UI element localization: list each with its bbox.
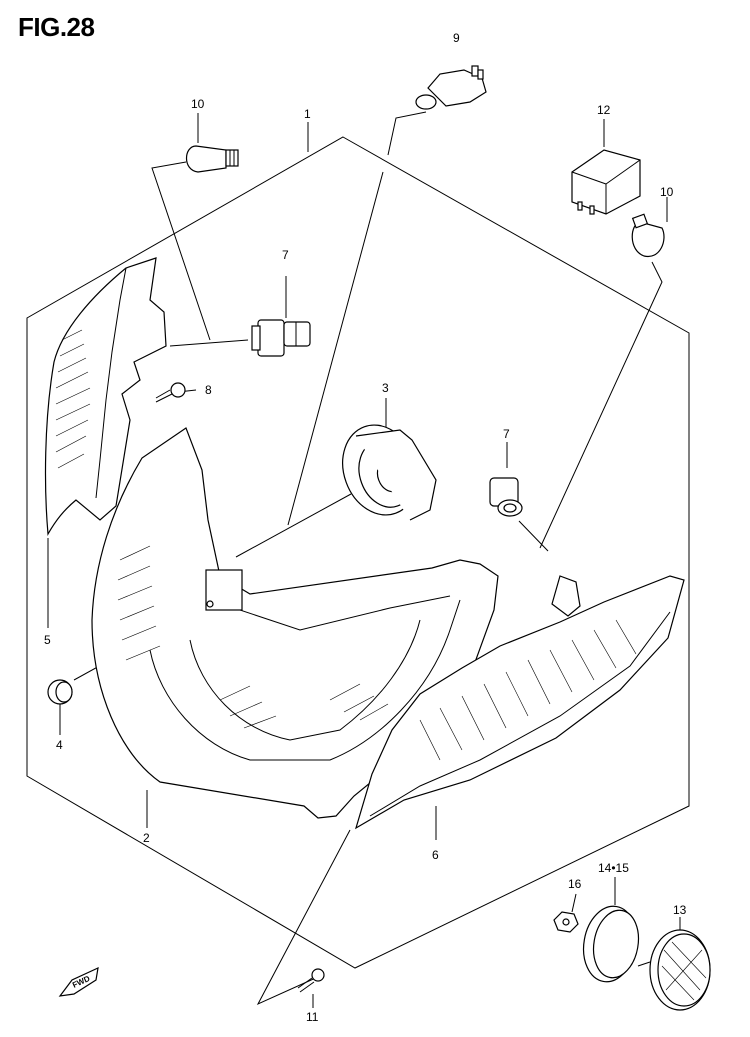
part-10-signal-bulb-left (185, 145, 239, 173)
leader-lines (47, 111, 681, 1008)
assembly-boundary (26, 136, 690, 969)
callout-8: 8 (205, 383, 212, 397)
part-14-15-reflector (582, 905, 640, 983)
fwd-direction-marker: FWD (58, 966, 99, 997)
callout-10-right: 10 (660, 185, 674, 199)
part-4-grommet (47, 679, 73, 705)
part-9-headlamp-bulb (415, 65, 487, 110)
part-2-headlamp-housing (91, 427, 499, 819)
callout-14-15: 14•15 (598, 861, 629, 875)
callout-5: 5 (44, 633, 51, 647)
part-12-relay (571, 149, 641, 215)
callout-2: 2 (143, 831, 150, 845)
callout-11: 11 (306, 1010, 319, 1024)
part-7-socket-upper (251, 319, 311, 357)
callout-7-upper: 7 (282, 248, 289, 262)
part-16-nut (553, 911, 579, 933)
callout-7-lower: 7 (503, 427, 510, 441)
part-13-reflector (637, 929, 711, 1011)
hatch-reflector-13 (661, 941, 707, 1001)
callout-1: 1 (304, 107, 311, 121)
figure-title: FIG.28 (18, 12, 95, 42)
part-5-turn-signal-lens (44, 257, 167, 536)
part-11-screw (297, 968, 325, 993)
part-6-turn-signal-lens (354, 575, 685, 830)
callout-16: 16 (568, 877, 582, 891)
callout-6: 6 (432, 848, 439, 862)
part-10-signal-bulb-right (631, 213, 665, 258)
callout-13: 13 (673, 903, 687, 917)
part-3-bulb-cover (342, 424, 437, 521)
hatch-lens-left (55, 329, 91, 469)
callout-12: 12 (597, 103, 611, 117)
callout-10-left: 10 (191, 97, 205, 111)
part-8-screw (155, 382, 186, 403)
callout-9: 9 (453, 31, 460, 45)
callout-3: 3 (382, 381, 389, 395)
callout-labels: 1 2 3 4 5 6 7 7 8 9 10 10 11 12 13 14•15… (44, 31, 687, 1024)
hatch-housing (117, 545, 389, 729)
part-7-socket-lower (489, 477, 523, 517)
hatch-lens-right (419, 619, 637, 761)
callout-4: 4 (56, 738, 63, 752)
